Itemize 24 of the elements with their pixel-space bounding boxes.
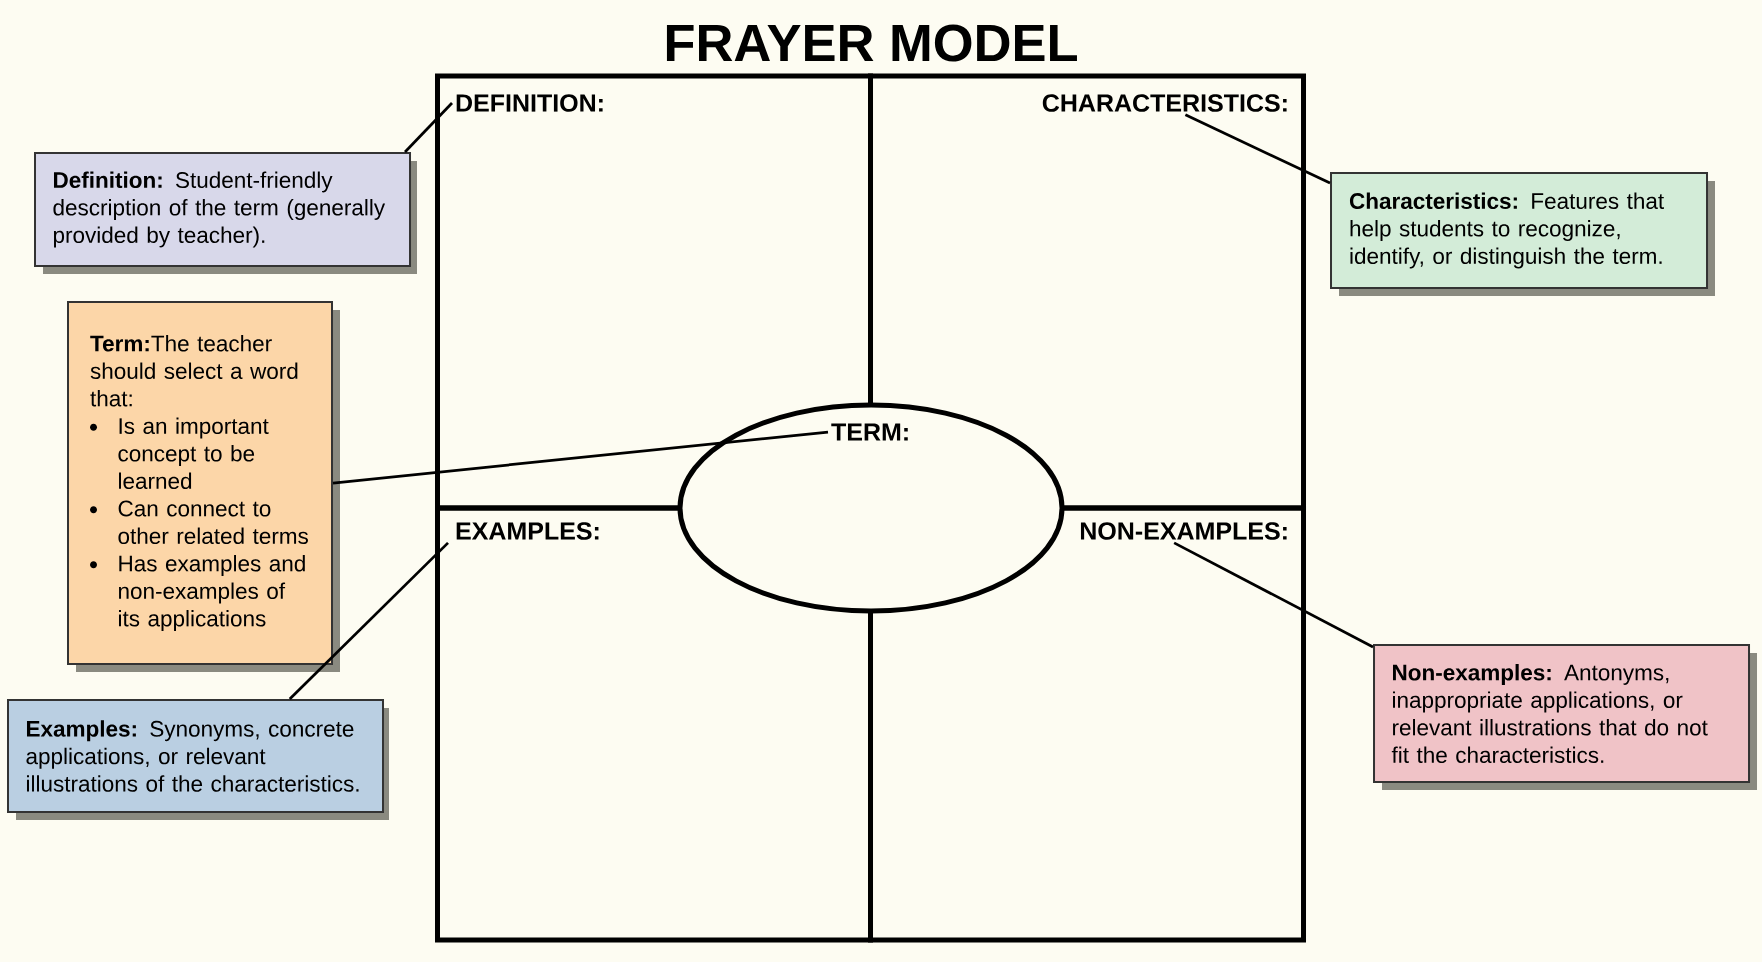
list-item: Can connect to other related terms [90, 500, 308, 545]
quadrant-label: EXAMPLES: [456, 522, 599, 540]
list-item: Is an important concept to be learned [90, 417, 269, 490]
list-item: Has examples and non-examples of its applications [90, 555, 305, 631]
callout-box [1330, 172, 1715, 296]
callout-box [34, 152, 417, 274]
leader-line [332, 430, 829, 485]
callout-text: Non-examples: Antonyms, inappropriate applications, or relevant illustrations that do not fit the characteristics. [1391, 664, 1708, 764]
leader-line [288, 541, 449, 700]
callout-text: Examples: Synonyms, concrete applications, or relevant illustrations of the characteristics. [26, 720, 359, 792]
leader-line [1184, 113, 1331, 185]
quadrant-label: DEFINITION: [456, 94, 603, 112]
leader-line [1173, 541, 1374, 649]
callout-text: Term:The teacher should select a word that: [90, 335, 298, 407]
leader-line [404, 102, 453, 153]
callout-text: Characteristics: Features that help students to recognize, identify, or distinguish the term. [1349, 192, 1664, 269]
term-label: TERM: [831, 423, 908, 441]
quadrant-label: NON-EXAMPLES: [1080, 522, 1287, 540]
callout-box [7, 699, 389, 820]
quadrant-label: CHARACTERISTICS: [1042, 94, 1287, 112]
callout-box [67, 301, 340, 672]
callout-box [1373, 644, 1757, 790]
callout-text: Definition: Student-friendly description of the term (generally provided by teacher). [53, 171, 386, 248]
title: FRAYER MODEL [666, 24, 1077, 62]
